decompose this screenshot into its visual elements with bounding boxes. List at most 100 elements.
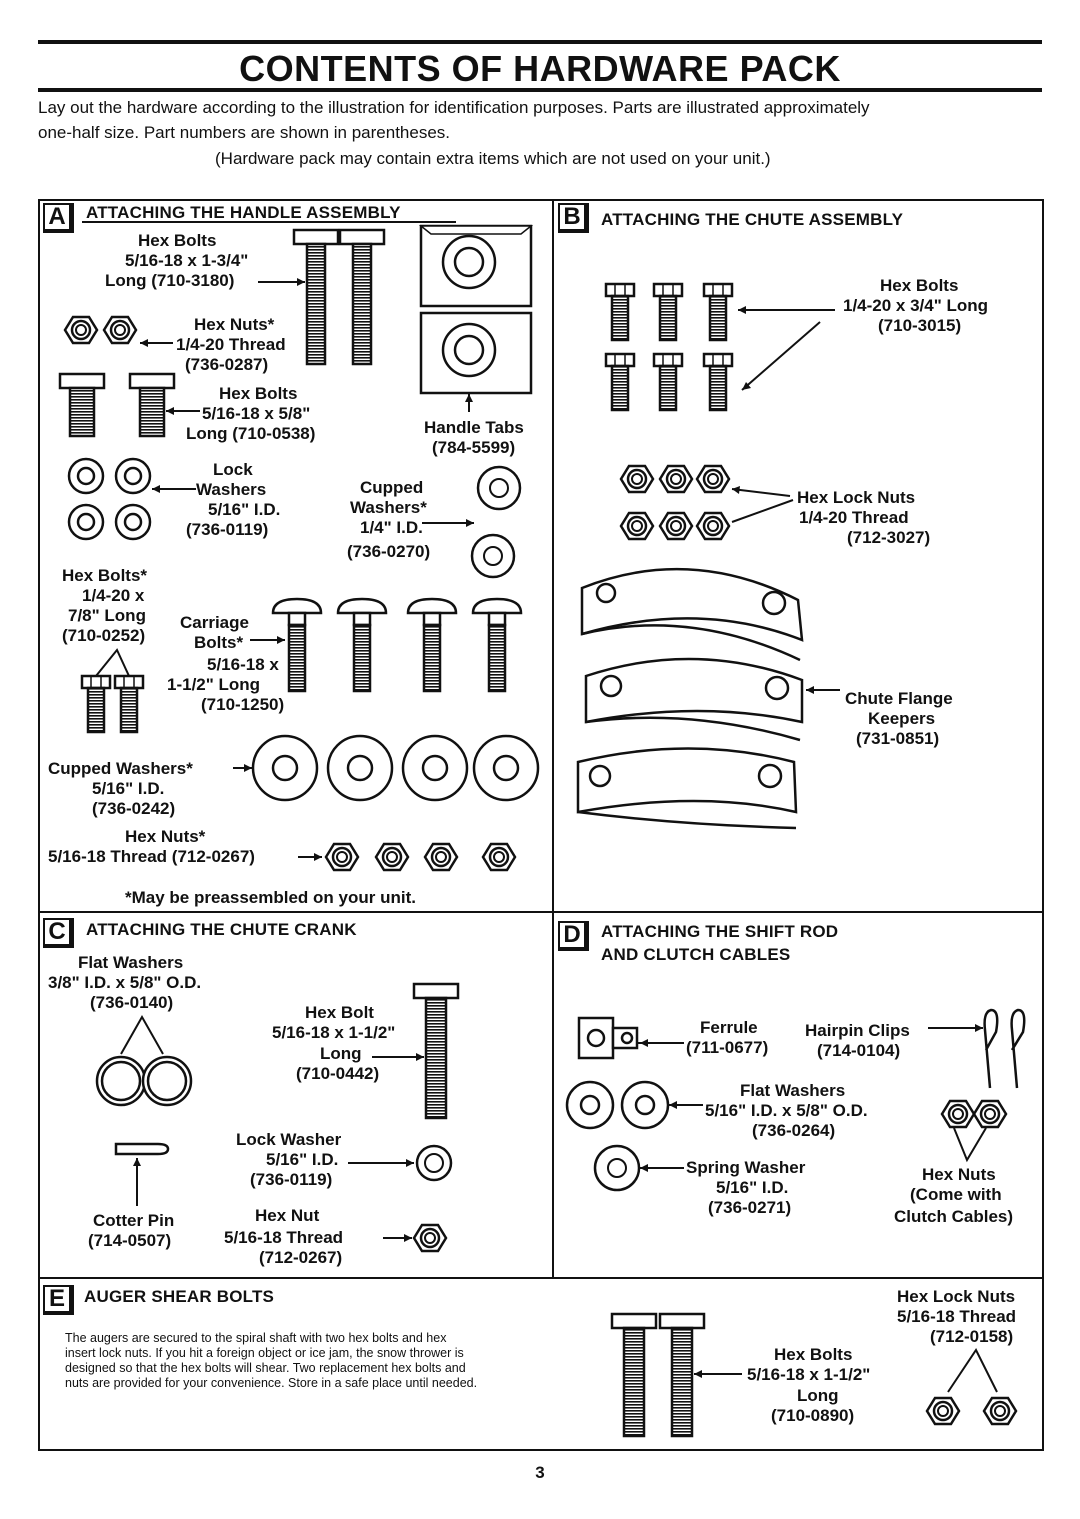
page-number: 3	[535, 1463, 545, 1482]
section-d-heading-2: AND CLUTCH CABLES	[601, 945, 791, 964]
flat-washers-label: Flat Washers	[78, 953, 184, 972]
row-divider-1	[38, 911, 1042, 913]
hex-bolt-icon	[652, 352, 684, 412]
lock-washer-c-label: Lock Washer	[236, 1130, 342, 1149]
row-divider-2	[38, 1277, 1042, 1279]
lock-washers-label: Lock	[213, 460, 253, 479]
cupped-washers-small-size: 1/4" I.D.	[360, 518, 423, 537]
clutch-hex-nuts-note: (Come with	[910, 1185, 1002, 1204]
flat-washers-part: (736-0140)	[90, 993, 174, 1012]
carriage-bolt-icon	[406, 597, 458, 693]
carriage-bolt-icon	[271, 597, 323, 693]
cupped-washers-small-label-2: Washers*	[350, 498, 427, 517]
hex-nut-c-part: (712-0267)	[259, 1248, 343, 1267]
hairpin-clips-label: Hairpin Clips	[805, 1021, 910, 1040]
lock-washers-size: 5/16" I.D.	[208, 500, 281, 519]
top-rule	[38, 40, 1042, 44]
cupped-washer-icon	[470, 533, 516, 579]
hex-nut-icon	[940, 1099, 976, 1129]
hex-bolts-short-label: Hex Bolts	[219, 384, 298, 403]
section-d-heading-1: ATTACHING THE SHIFT ROD	[601, 922, 839, 941]
shear-hex-bolts-size: 5/16-18 x 1-1/2"	[747, 1365, 871, 1384]
ferrule-part: (711-0677)	[686, 1038, 769, 1057]
hex-nut-icon	[102, 315, 138, 345]
hex-lock-nut-icon	[695, 464, 731, 494]
hex-lock-nut-icon	[619, 464, 655, 494]
hex-bolts-long-label: Hex Bolts	[138, 231, 217, 250]
hex-bolts-long-size: 5/16-18 x 1-3/4"	[125, 251, 249, 270]
shear-lock-nuts-thread: 5/16-18 Thread	[897, 1307, 1017, 1326]
chute-flange-label-2: Keepers	[868, 709, 936, 728]
flat-washers-d-size: 5/16" I.D. x 5/8" O.D.	[705, 1101, 868, 1120]
section-d-letter: D	[558, 921, 589, 951]
chute-hex-bolts-label: Hex Bolts	[880, 276, 959, 295]
handle-tabs-label: Handle Tabs	[424, 418, 524, 437]
shear-bolts-body-1: The augers are secured to the spiral sha…	[65, 1331, 447, 1345]
intro-line-3: (Hardware pack may contain extra items w…	[215, 149, 771, 168]
section-a-heading: ATTACHING THE HANDLE ASSEMBLY	[86, 203, 401, 222]
lock-washer-c-size: 5/16" I.D.	[266, 1150, 339, 1169]
hex-nut-c-thread: 5/16-18 Thread	[224, 1228, 344, 1247]
hex-bolt-long-illustration	[258, 228, 386, 366]
spring-washer-size: 5/16" I.D.	[716, 1178, 789, 1197]
hex-nut-icon	[972, 1099, 1008, 1129]
hex-lock-nut-icon	[925, 1396, 961, 1426]
lock-washer-illustration	[67, 457, 152, 541]
carriage-bolts-label: Carriage	[180, 613, 249, 632]
hex-lock-nuts-thread: 1/4-20 Thread	[799, 508, 909, 527]
hex-bolts-short-part: Long (710-0538)	[186, 424, 316, 443]
hex-nuts-bottom-label: Hex Nuts*	[125, 827, 206, 846]
hex-bolt-icon	[80, 674, 112, 734]
hex-nuts-label: Hex Nuts*	[194, 315, 275, 334]
carriage-bolt-icon	[471, 597, 523, 693]
cupped-washer-large-illustration	[251, 734, 540, 802]
shear-lock-nuts-part: (712-0158)	[930, 1327, 1014, 1346]
hex-nut-icon	[412, 1223, 448, 1253]
spring-washer-part: (736-0271)	[708, 1198, 792, 1217]
hardware-frame	[38, 199, 1044, 1451]
lock-washer-c-part: (736-0119)	[250, 1170, 333, 1189]
lock-washers-part: (736-0119)	[186, 520, 269, 539]
shear-bolts-body-3: designed so that the hex bolts will shea…	[65, 1361, 466, 1375]
flat-washers-d-part: (736-0264)	[752, 1121, 836, 1140]
cotter-pin-part: (714-0507)	[88, 1231, 172, 1250]
flat-washers-size: 3/8" I.D. x 5/8" O.D.	[48, 973, 202, 992]
hex-bolt-c-illustration	[372, 982, 460, 1120]
hex-nut-icon	[63, 315, 99, 345]
hex-bolt-icon	[702, 282, 734, 342]
cotter-pin-illustration	[114, 1142, 170, 1206]
hex-bolts-short-size: 5/16-18 x 5/8"	[202, 404, 311, 423]
hex-bolts-star-size: 1/4-20 x	[82, 586, 145, 605]
hex-nut-icon	[324, 842, 360, 872]
shear-hex-bolts-part: (710-0890)	[771, 1406, 855, 1425]
hex-nuts-bottom-spec: 5/16-18 Thread (712-0267)	[48, 847, 255, 866]
hex-nuts-part: (736-0287)	[185, 355, 269, 374]
flat-washer-illustration	[95, 1055, 193, 1107]
hex-bolt-short-illustration	[58, 372, 200, 438]
hex-bolt-c-part: (710-0442)	[296, 1064, 380, 1083]
cupped-washers-large-label: Cupped Washers*	[48, 759, 193, 778]
cupped-washer-icon	[476, 465, 522, 511]
title-rule	[38, 88, 1042, 92]
ferrule-illustration	[577, 1016, 639, 1060]
shear-lock-nuts-label: Hex Lock Nuts	[897, 1287, 1016, 1306]
cupped-washers-large-size: 5/16" I.D.	[92, 779, 165, 798]
hex-nut-icon	[374, 842, 410, 872]
section-a-heading-underline	[82, 221, 456, 223]
preassembled-footnote: *May be preassembled on your unit.	[125, 888, 416, 907]
shear-hex-bolts-length: Long	[797, 1386, 839, 1405]
chute-hex-bolts-size: 1/4-20 x 3/4" Long	[843, 296, 989, 315]
hex-bolts-star-part: (710-0252)	[62, 626, 146, 645]
lock-washers-label-2: Washers	[196, 480, 267, 499]
hex-bolts-long-part: Long (710-3180)	[105, 271, 235, 290]
chute-hex-bolts-part: (710-3015)	[878, 316, 962, 335]
cupped-washers-large-part: (736-0242)	[92, 799, 176, 818]
section-c-letter: C	[43, 918, 74, 948]
hex-bolt-icon	[702, 352, 734, 412]
ferrule-label: Ferrule	[700, 1018, 758, 1037]
hex-bolt-c-size: 5/16-18 x 1-1/2"	[272, 1023, 396, 1042]
spring-washer-label: Spring Washer	[686, 1158, 806, 1177]
section-a-letter: A	[43, 203, 74, 233]
hex-nut-c-label: Hex Nut	[255, 1206, 320, 1225]
